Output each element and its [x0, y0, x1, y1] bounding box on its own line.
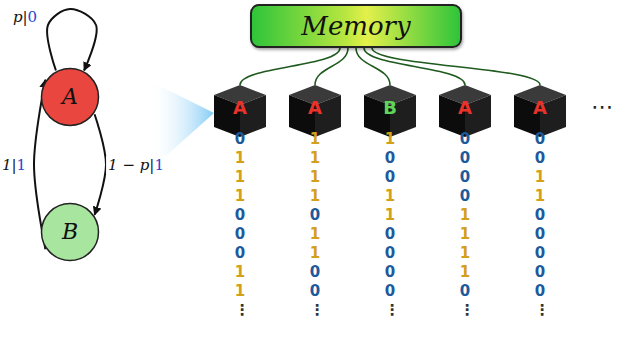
output-digit: 1 [385, 206, 395, 224]
output-symbol: 0 [28, 8, 38, 26]
output-digit: ⋮ [460, 301, 475, 319]
cube-letter: B [383, 99, 397, 117]
output-digit: 0 [535, 149, 545, 167]
output-digit: 0 [460, 168, 470, 186]
output-digit: 0 [385, 149, 395, 167]
output-column: 1 0 0 1 1 0 0 0 0 ⋮ [385, 130, 395, 320]
output-digit: 1 [310, 149, 320, 167]
output-digit: 0 [235, 225, 245, 243]
output-digit: 1 [310, 168, 320, 186]
probability-part: p| [13, 8, 28, 26]
cube-letter: A [233, 99, 247, 117]
output-column: 1 1 1 1 0 1 1 0 0 ⋮ [310, 130, 320, 320]
output-digit: 0 [535, 282, 545, 300]
output-column: 0 1 1 1 0 0 0 1 1 ⋮ [235, 130, 245, 320]
output-digit: 0 [460, 282, 470, 300]
output-symbol: 1 [154, 156, 164, 174]
output-digit: 0 [535, 206, 545, 224]
cube-letter: A [533, 99, 547, 117]
output-digit: 0 [460, 187, 470, 205]
output-digit: ⋮ [385, 301, 400, 319]
output-digit: 0 [535, 225, 545, 243]
output-digit: 0 [385, 168, 395, 186]
output-column: 0 0 1 1 0 0 0 0 0 ⋮ [535, 130, 545, 320]
output-digit: 0 [310, 263, 320, 281]
output-digit: ⋮ [535, 301, 550, 319]
output-digit: 1 [235, 282, 245, 300]
output-digit: 0 [535, 130, 545, 148]
output-digit: 1 [310, 130, 320, 148]
output-digit: 1 [235, 187, 245, 205]
output-digit: 1 [385, 130, 395, 148]
memory-link [356, 48, 390, 85]
memory-link [372, 48, 540, 85]
probability-part: 1| [2, 156, 17, 174]
output-digit: 1 [310, 225, 320, 243]
output-digit: 0 [460, 149, 470, 167]
output-digit: 1 [535, 168, 545, 186]
output-digit: 1 [460, 206, 470, 224]
machine-cube: A [514, 85, 566, 137]
output-digit: 0 [535, 263, 545, 281]
output-digit: 1 [235, 149, 245, 167]
transition-label: 1 − p|1 [106, 156, 166, 174]
output-digit: 0 [535, 244, 545, 262]
machine-cube: B [364, 85, 416, 137]
cube-letter: A [308, 99, 322, 117]
transition-label: 1|1 [0, 156, 28, 174]
output-digit: ⋮ [310, 301, 325, 319]
state-label: A [62, 86, 78, 108]
memory-link [240, 48, 340, 85]
output-digit: 1 [460, 225, 470, 243]
memory-box: Memory [250, 4, 462, 48]
output-digit: 1 [385, 187, 395, 205]
output-digit: 1 [310, 187, 320, 205]
machine-cube: A [289, 85, 341, 137]
output-digit: 0 [385, 282, 395, 300]
transition-arrow [95, 114, 106, 215]
continuation-dots: ⋯ [591, 94, 613, 119]
probability-part: 1 − p| [108, 156, 154, 174]
output-digit: 0 [310, 206, 320, 224]
output-digit: 0 [235, 130, 245, 148]
memory-label: Memory [301, 13, 410, 39]
output-digit: 1 [235, 168, 245, 186]
state-label: B [62, 221, 78, 243]
output-digit: 0 [235, 244, 245, 262]
machine-cube: A [439, 85, 491, 137]
output-digit: 1 [535, 187, 545, 205]
state-circle: A [40, 67, 100, 127]
transition-arrow [47, 9, 97, 71]
output-digit: ⋮ [235, 301, 250, 319]
output-digit: 1 [235, 263, 245, 281]
output-digit: 0 [385, 244, 395, 262]
output-digit: 0 [385, 225, 395, 243]
memory-link [315, 48, 348, 85]
output-digit: 1 [460, 244, 470, 262]
state-circle: B [40, 202, 100, 262]
machine-cube: A [214, 85, 266, 137]
transition-label: p|0 [11, 8, 39, 26]
output-column: 0 0 0 0 1 1 1 1 0 ⋮ [460, 130, 470, 320]
output-digit: 1 [310, 244, 320, 262]
output-digit: 0 [310, 282, 320, 300]
output-digit: 0 [460, 130, 470, 148]
output-digit: 0 [235, 206, 245, 224]
cube-letter: A [458, 99, 472, 117]
output-digit: 0 [385, 263, 395, 281]
output-symbol: 1 [17, 156, 27, 174]
output-digit: 1 [460, 263, 470, 281]
